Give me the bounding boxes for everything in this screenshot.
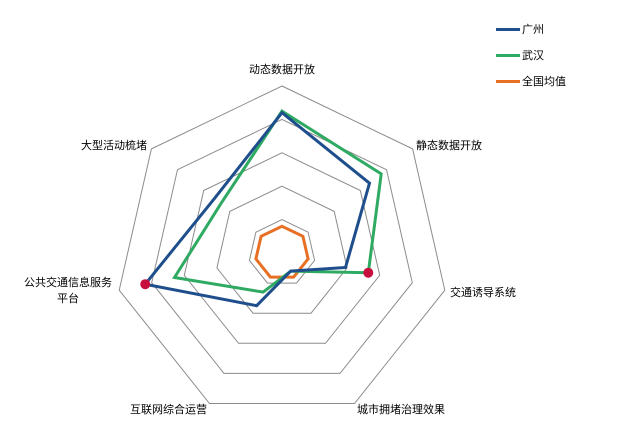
- legend-swatch: [496, 79, 520, 83]
- grid-ring: [248, 219, 316, 284]
- axis-label: 交通诱导系统: [450, 286, 516, 299]
- legend-label: 全国均值: [522, 75, 566, 88]
- series-line[interactable]: [172, 109, 383, 294]
- axis-label: 城市拥堵治理效果: [357, 403, 445, 416]
- highlight-point[interactable]: [140, 279, 151, 290]
- legend: 广州 武汉 全国均值: [496, 16, 566, 94]
- axis-label: 互联网综合运营: [130, 403, 207, 416]
- grid-ring: [118, 85, 446, 404]
- axis-label: 公共交通信息服务平台: [24, 276, 112, 305]
- legend-item-national-average[interactable]: 全国均值: [496, 68, 566, 94]
- legend-label: 武汉: [522, 49, 544, 62]
- legend-swatch: [496, 53, 520, 57]
- series-line[interactable]: [142, 110, 372, 308]
- radar-grid: [118, 85, 446, 404]
- legend-swatch: [496, 27, 520, 31]
- highlight-point[interactable]: [363, 267, 374, 278]
- legend-item-guangzhou[interactable]: 广州: [496, 16, 566, 42]
- radar-series: [142, 109, 383, 308]
- legend-item-wuhan[interactable]: 武汉: [496, 42, 566, 68]
- highlight-points: [140, 267, 374, 290]
- grid-ring: [151, 118, 413, 374]
- grid-ring: [216, 185, 348, 314]
- axis-label: 静态数据开放: [416, 139, 482, 152]
- legend-label: 广州: [522, 23, 544, 36]
- axis-label: 动态数据开放: [249, 63, 315, 76]
- axis-label: 大型活动梳堵: [81, 139, 147, 152]
